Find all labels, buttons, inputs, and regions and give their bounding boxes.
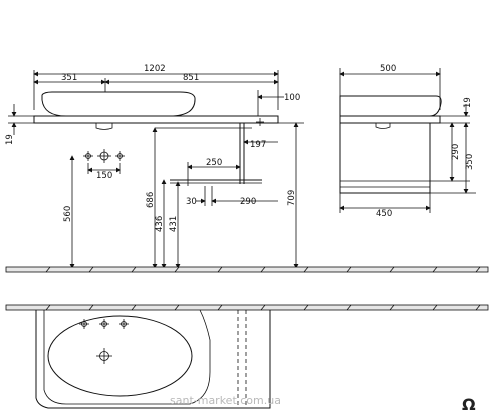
hatch-mark — [303, 266, 309, 273]
hatch-mark — [346, 304, 352, 311]
dim-250: 250 — [206, 158, 222, 168]
wall-line-top — [5, 304, 489, 311]
dim-709: 709 — [287, 190, 297, 206]
watermark: sant-market.com.ua — [170, 394, 281, 407]
basin-front — [41, 91, 196, 117]
hatch-mark — [88, 304, 94, 311]
top-view — [5, 304, 489, 409]
support-bracket — [234, 118, 264, 184]
countertop-top — [35, 310, 271, 409]
dim-500: 500 — [380, 64, 396, 74]
hatch-mark — [217, 266, 223, 273]
floor-line — [5, 266, 489, 273]
hatch-mark — [174, 304, 180, 311]
side-elevation: 500 19 290 350 450 — [339, 64, 476, 219]
faucet-holes-front — [83, 149, 125, 163]
dim-431: 431 — [169, 216, 179, 232]
hatch-mark — [475, 266, 481, 273]
dim-686: 686 — [146, 192, 156, 208]
dim-436: 436 — [155, 216, 165, 232]
dim-30: 30 — [186, 197, 197, 207]
hatch-mark — [432, 304, 438, 311]
drain-side — [375, 123, 391, 129]
faucet-holes-top — [79, 319, 129, 329]
hatch-mark — [389, 304, 395, 311]
dim-150: 150 — [96, 171, 112, 181]
basin-bowl-top — [47, 315, 193, 397]
dim-851: 851 — [183, 73, 199, 83]
hatch-mark — [45, 304, 51, 311]
dim-290: 290 — [240, 197, 256, 207]
countertop-side — [339, 115, 441, 124]
dim-351: 351 — [61, 73, 77, 83]
hatch-mark — [45, 266, 51, 273]
hatch-mark — [260, 304, 266, 311]
bracket-top — [237, 310, 247, 408]
basin-side — [339, 95, 442, 117]
hatch-mark — [217, 304, 223, 311]
hatch-mark — [432, 266, 438, 273]
hatch-mark — [303, 304, 309, 311]
basin-outline-top — [43, 309, 211, 405]
hatch-mark — [475, 304, 481, 311]
brand-logo-icon: Ω — [462, 395, 476, 413]
dim-1202: 1202 — [144, 64, 166, 74]
hatch-mark — [131, 266, 137, 273]
front-elevation: 1202 351 851 19 100 — [5, 64, 304, 269]
dim-350: 350 — [465, 154, 475, 170]
drain-top — [96, 348, 112, 364]
dim-450: 450 — [376, 209, 392, 219]
hatch-mark — [88, 266, 94, 273]
hatch-mark — [174, 266, 180, 273]
dim-19-right: 19 — [463, 97, 473, 108]
dim-19-left: 19 — [5, 134, 15, 145]
hatch-mark — [389, 266, 395, 273]
dim-290-vertical: 290 — [451, 144, 461, 160]
dim-560: 560 — [63, 206, 73, 222]
hatch-mark — [346, 266, 352, 273]
hatch-mark — [131, 304, 137, 311]
dim-197: 197 — [250, 140, 266, 150]
cabinet-side — [339, 122, 431, 194]
drain-front — [95, 123, 113, 130]
hatch-mark — [260, 266, 266, 273]
dim-100: 100 — [284, 93, 300, 103]
countertop-front — [33, 115, 279, 124]
